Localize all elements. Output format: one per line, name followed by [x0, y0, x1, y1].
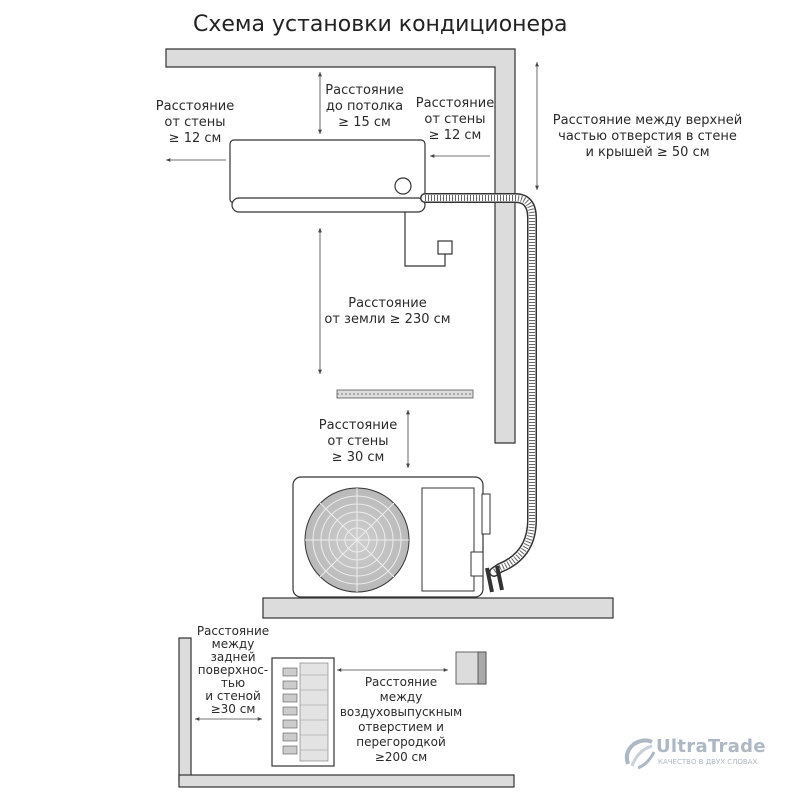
label-outlet-partition: Расстояние между воздуховыпускным отверс… [339, 675, 463, 764]
ground-slab [262, 597, 614, 619]
ultratrade-logo-icon [624, 738, 656, 770]
label-outdoor-wall: Расстояние от стены ≥ 30 см [318, 418, 398, 465]
room-wall [165, 48, 516, 444]
connecting-pipe [420, 193, 537, 593]
plan-view [178, 637, 515, 788]
diagram-title: Схема установки кондиционера [193, 12, 568, 37]
label-side-wall-left: Расстояние от стены ≥ 12 см [155, 99, 235, 146]
label-hole-roof: Расстояние между верхней частью отверсти… [552, 113, 743, 160]
logo-tagline: КАЧЕСТВО В ДВУХ СЛОВАХ [658, 758, 758, 766]
canopy [336, 389, 474, 399]
label-ground: Расстояние от земли ≥ 230 см [324, 296, 451, 327]
dimension-arrows [166, 61, 539, 721]
label-ceiling: Расстояние до потолка ≥ 15 см [325, 83, 404, 130]
label-back-wall: Расстояние между задней поверхнос- тью и… [196, 624, 270, 716]
label-side-wall-right: Расстояние от стены ≥ 12 см [415, 96, 495, 143]
indoor-unit [229, 139, 453, 267]
logo-name: UltraTrade [656, 736, 766, 757]
ultratrade-logo: UltraTrade КАЧЕСТВО В ДВУХ СЛОВАХ [620, 734, 780, 774]
outdoor-unit [292, 476, 491, 598]
